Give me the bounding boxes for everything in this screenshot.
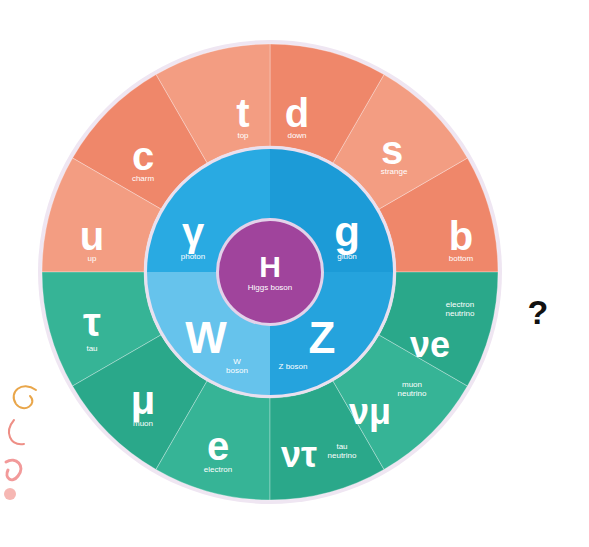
- particle-symbol: c: [132, 136, 154, 176]
- particle-name: gluon: [337, 253, 357, 262]
- particle-symbol: u: [80, 216, 104, 256]
- particle-cell: τ tau: [83, 302, 101, 354]
- particle-name: bottom: [449, 255, 473, 264]
- particle-cell: ZZ boson: [278, 316, 336, 372]
- particle-symbol: b: [449, 216, 473, 256]
- swirl: [6, 460, 21, 480]
- particle-name: photon: [181, 253, 205, 262]
- particle-symbol: s: [381, 130, 403, 170]
- wedge-u: [42, 158, 161, 272]
- particle-cell: ντ tau neutrino: [281, 437, 361, 473]
- particle-symbol: μ: [131, 380, 155, 420]
- mystery-circle: ? uup ccharm ttop ddown sstrange bbottom γphoto…: [22, 0, 588, 547]
- particle-name: top: [237, 132, 248, 141]
- particle-cell: H Higgs boson: [248, 252, 293, 293]
- boson-ring: [147, 149, 393, 395]
- particle-cell: eelectron: [204, 426, 233, 475]
- boson-rim: [144, 146, 396, 398]
- particle-cell: sstrange: [381, 130, 408, 177]
- particle-cell: ttop: [236, 93, 250, 141]
- particle-cell: νe electron neutrino: [410, 301, 487, 363]
- particle-name: tau: [86, 345, 97, 354]
- particle-name: electron: [204, 466, 232, 475]
- particle-name: tau neutrino: [324, 443, 360, 461]
- particle-symbol: g: [334, 211, 360, 253]
- particle-name: muon: [133, 420, 153, 429]
- particle-symbol: t: [236, 93, 249, 133]
- particle-name: down: [287, 132, 306, 141]
- particle-cell: WW boson: [185, 316, 252, 376]
- particle-name: charm: [132, 175, 154, 184]
- higgs-rim: [216, 218, 324, 326]
- wedge-e: [156, 381, 270, 500]
- particle-cell: uup: [80, 216, 105, 264]
- particle-symbol: τ: [83, 302, 101, 342]
- swirl: [9, 420, 24, 444]
- question-mark: ?: [528, 295, 549, 329]
- particle-name: W boson: [222, 358, 252, 376]
- higgs-disc: [219, 221, 321, 323]
- particle-name: electron neutrino: [434, 301, 486, 319]
- particle-name: Z boson: [278, 363, 308, 372]
- wheel-rim: [38, 40, 502, 504]
- particle-name: muon neutrino: [390, 381, 434, 399]
- particle-name: up: [88, 255, 97, 264]
- particle-symbol: d: [285, 93, 309, 133]
- yellow-disc: [22, 0, 588, 547]
- particle-symbol: ντ: [281, 437, 317, 473]
- blob: [4, 488, 16, 500]
- particle-name: Higgs boson: [248, 284, 292, 293]
- particle-cell: ddown: [285, 93, 310, 141]
- swirl: [14, 386, 36, 408]
- particle-symbol: Z: [309, 316, 336, 360]
- particle-cell: νμmuon neutrino: [349, 381, 435, 430]
- particle-symbol: νμ: [349, 394, 391, 430]
- outer-ring: [42, 44, 498, 500]
- particle-symbol: e: [207, 426, 229, 466]
- particle-symbol: γ: [182, 212, 204, 252]
- particle-cell: ggluon: [334, 211, 360, 262]
- particle-symbol: W: [185, 316, 227, 360]
- particle-cell: ccharm: [132, 136, 155, 184]
- wedge-nu-e: [379, 272, 498, 386]
- particle-cell: bbottom: [449, 216, 474, 264]
- particle-symbol: H: [259, 252, 281, 282]
- particle-name: strange: [381, 168, 408, 177]
- swirl-decoration: [4, 386, 36, 500]
- particle-cell: μmuon: [131, 380, 156, 429]
- particle-symbol: νe: [410, 327, 450, 363]
- wedge-d: [270, 44, 384, 163]
- particle-cell: γphoton: [181, 212, 206, 262]
